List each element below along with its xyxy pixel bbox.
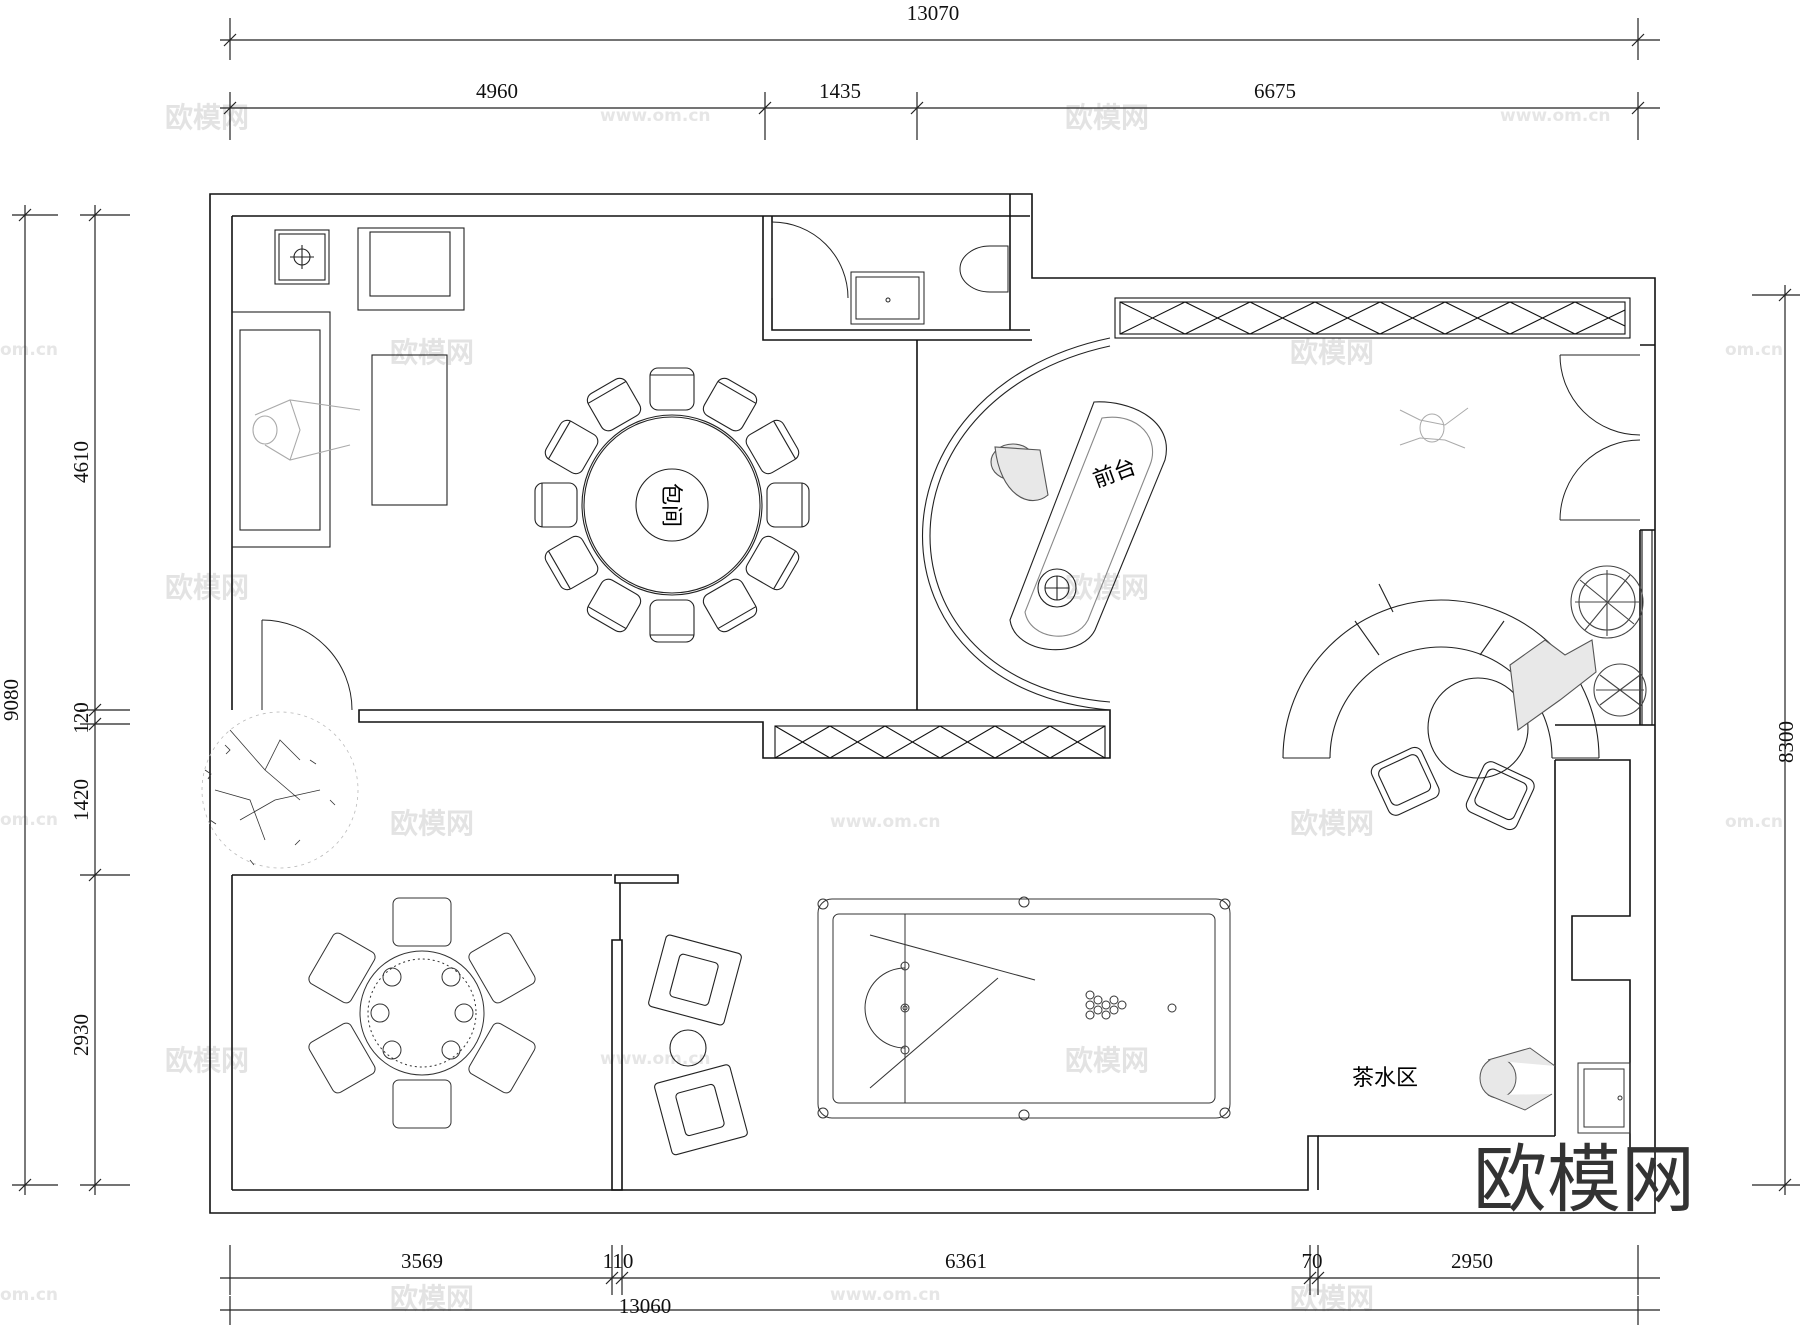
watermark-url: om.cn [1725, 812, 1783, 832]
reception-area [922, 337, 1167, 711]
bathroom-fixtures [850, 245, 1009, 325]
dim-bottom-segment: 3569 [401, 1249, 443, 1273]
dim-bottom-segment: 6361 [945, 1249, 987, 1273]
card-chairs [308, 897, 536, 1129]
watermark-brand: 欧模网 [1065, 1044, 1149, 1077]
watermark-url: www.om.cn [1500, 106, 1611, 126]
card-room [308, 897, 536, 1129]
sofa [231, 311, 331, 548]
watermark-url: om.cn [0, 340, 58, 360]
person-figure [1399, 407, 1469, 449]
dim-bottom-segment: 70 [1302, 1249, 1323, 1273]
dim-bottom-segment: 2950 [1451, 1249, 1493, 1273]
room-label-private-room: 包间 [658, 483, 683, 527]
watermark-url: www.om.cn [830, 1285, 941, 1305]
side-table-round [669, 1029, 707, 1067]
armchair [648, 934, 742, 1026]
watermark-url: om.cn [0, 810, 58, 830]
wash-basin [850, 271, 925, 325]
watermark-brand-large: 欧模网 [1473, 1137, 1695, 1223]
watermark-url: om.cn [1725, 340, 1783, 360]
armchair [654, 1064, 748, 1156]
dim-top-total: 13070 [907, 1, 960, 25]
armchair [357, 227, 465, 311]
dim-left-segment: 120 [69, 702, 93, 734]
ball-rack [1085, 990, 1127, 1020]
lounge-area [1282, 565, 1647, 831]
side-glass-panel [1641, 529, 1653, 726]
person-figure [990, 443, 1049, 502]
armchairs-billiard [648, 934, 748, 1156]
dim-left-segment: 4610 [69, 441, 93, 483]
display-cabinet-middle [774, 725, 1106, 759]
person-figure [1479, 1047, 1556, 1111]
card-table [359, 950, 485, 1076]
watermark-brand: 欧模网 [165, 1044, 249, 1077]
watermark-brand: 欧模网 [1065, 101, 1149, 134]
room-label-reception: 前台 [1090, 455, 1140, 494]
tea-sink [1577, 1062, 1631, 1134]
watermark-brand: 欧模网 [165, 101, 249, 134]
bathroom-door[interactable] [771, 221, 849, 299]
dim-left-total: 9080 [0, 679, 23, 721]
place-settings [370, 967, 474, 1060]
watermark-url: www.om.cn [830, 812, 941, 832]
watermark-url: om.cn [0, 1285, 58, 1305]
dim-bottom-total: 13060 [619, 1294, 672, 1318]
watermark-brand: 欧模网 [165, 571, 249, 604]
watermark-brand: 欧模网 [390, 807, 474, 840]
lounge-chair [1370, 746, 1440, 816]
watermark-url: www.om.cn [600, 1049, 711, 1069]
display-cabinet-top [1114, 297, 1631, 339]
dim-top-segment: 1435 [819, 79, 861, 103]
dim-top-segment: 4960 [476, 79, 518, 103]
tea-area-fixtures [1479, 1047, 1631, 1134]
watermark-brand: 欧模网 [1065, 571, 1149, 604]
dim-bottom-segment: 110 [603, 1249, 634, 1273]
round-table [581, 414, 763, 596]
decor-plant [1570, 565, 1647, 717]
dining-chairs [534, 367, 810, 643]
toilet [959, 245, 1009, 293]
private-room [231, 227, 810, 643]
lazy-susan [635, 468, 709, 542]
entrance-double-door[interactable] [1559, 354, 1641, 521]
dimension-lines [12, 18, 1800, 1325]
person-figure [1509, 639, 1597, 731]
reception-curved-wall [922, 337, 1111, 711]
billiard-table [817, 896, 1231, 1121]
watermark-brand: 欧模网 [1290, 807, 1374, 840]
reception-desk [1009, 401, 1167, 651]
dim-left-segment: 1420 [69, 779, 93, 821]
doors[interactable] [261, 221, 1641, 711]
bar-stool [1037, 568, 1077, 608]
side-table [274, 229, 330, 285]
tree-decoration [201, 711, 359, 869]
person-figure [252, 399, 361, 461]
private-room-door[interactable] [261, 619, 353, 711]
watermark-brand: 欧模网 [1290, 336, 1374, 369]
lounge-chair [1465, 761, 1535, 831]
coffee-table [371, 354, 448, 506]
dim-top-segment: 6675 [1254, 79, 1296, 103]
dim-left-segment: 2930 [69, 1014, 93, 1056]
dim-right-total: 8300 [1774, 721, 1798, 763]
watermark-url: www.om.cn [600, 106, 711, 126]
room-label-tea-area: 茶水区 [1352, 1066, 1418, 1091]
watermark-brand: 欧模网 [390, 336, 474, 369]
